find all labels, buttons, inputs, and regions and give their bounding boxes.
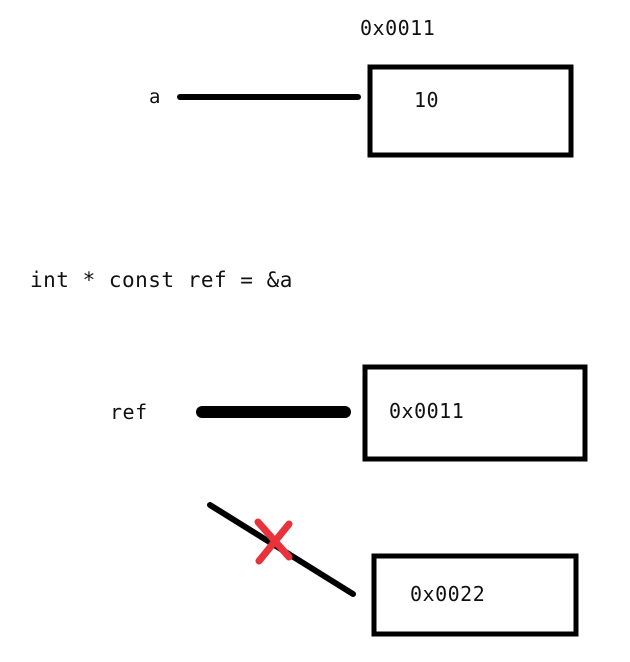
variable-label-a: a — [149, 86, 161, 108]
memory-box-a — [367, 64, 574, 158]
box-value-ref: 0x0011 — [389, 399, 465, 423]
red-x-cross-icon — [254, 518, 293, 565]
memory-box-other — [371, 553, 579, 637]
address-label-a: 0x0011 — [360, 16, 436, 40]
box-value-a: 10 — [414, 88, 440, 112]
box-value-other: 0x0022 — [410, 582, 486, 606]
memory-box-ref — [362, 364, 588, 462]
variable-label-ref: ref — [110, 400, 148, 424]
declaration-code: int * const ref = &a — [30, 268, 293, 292]
